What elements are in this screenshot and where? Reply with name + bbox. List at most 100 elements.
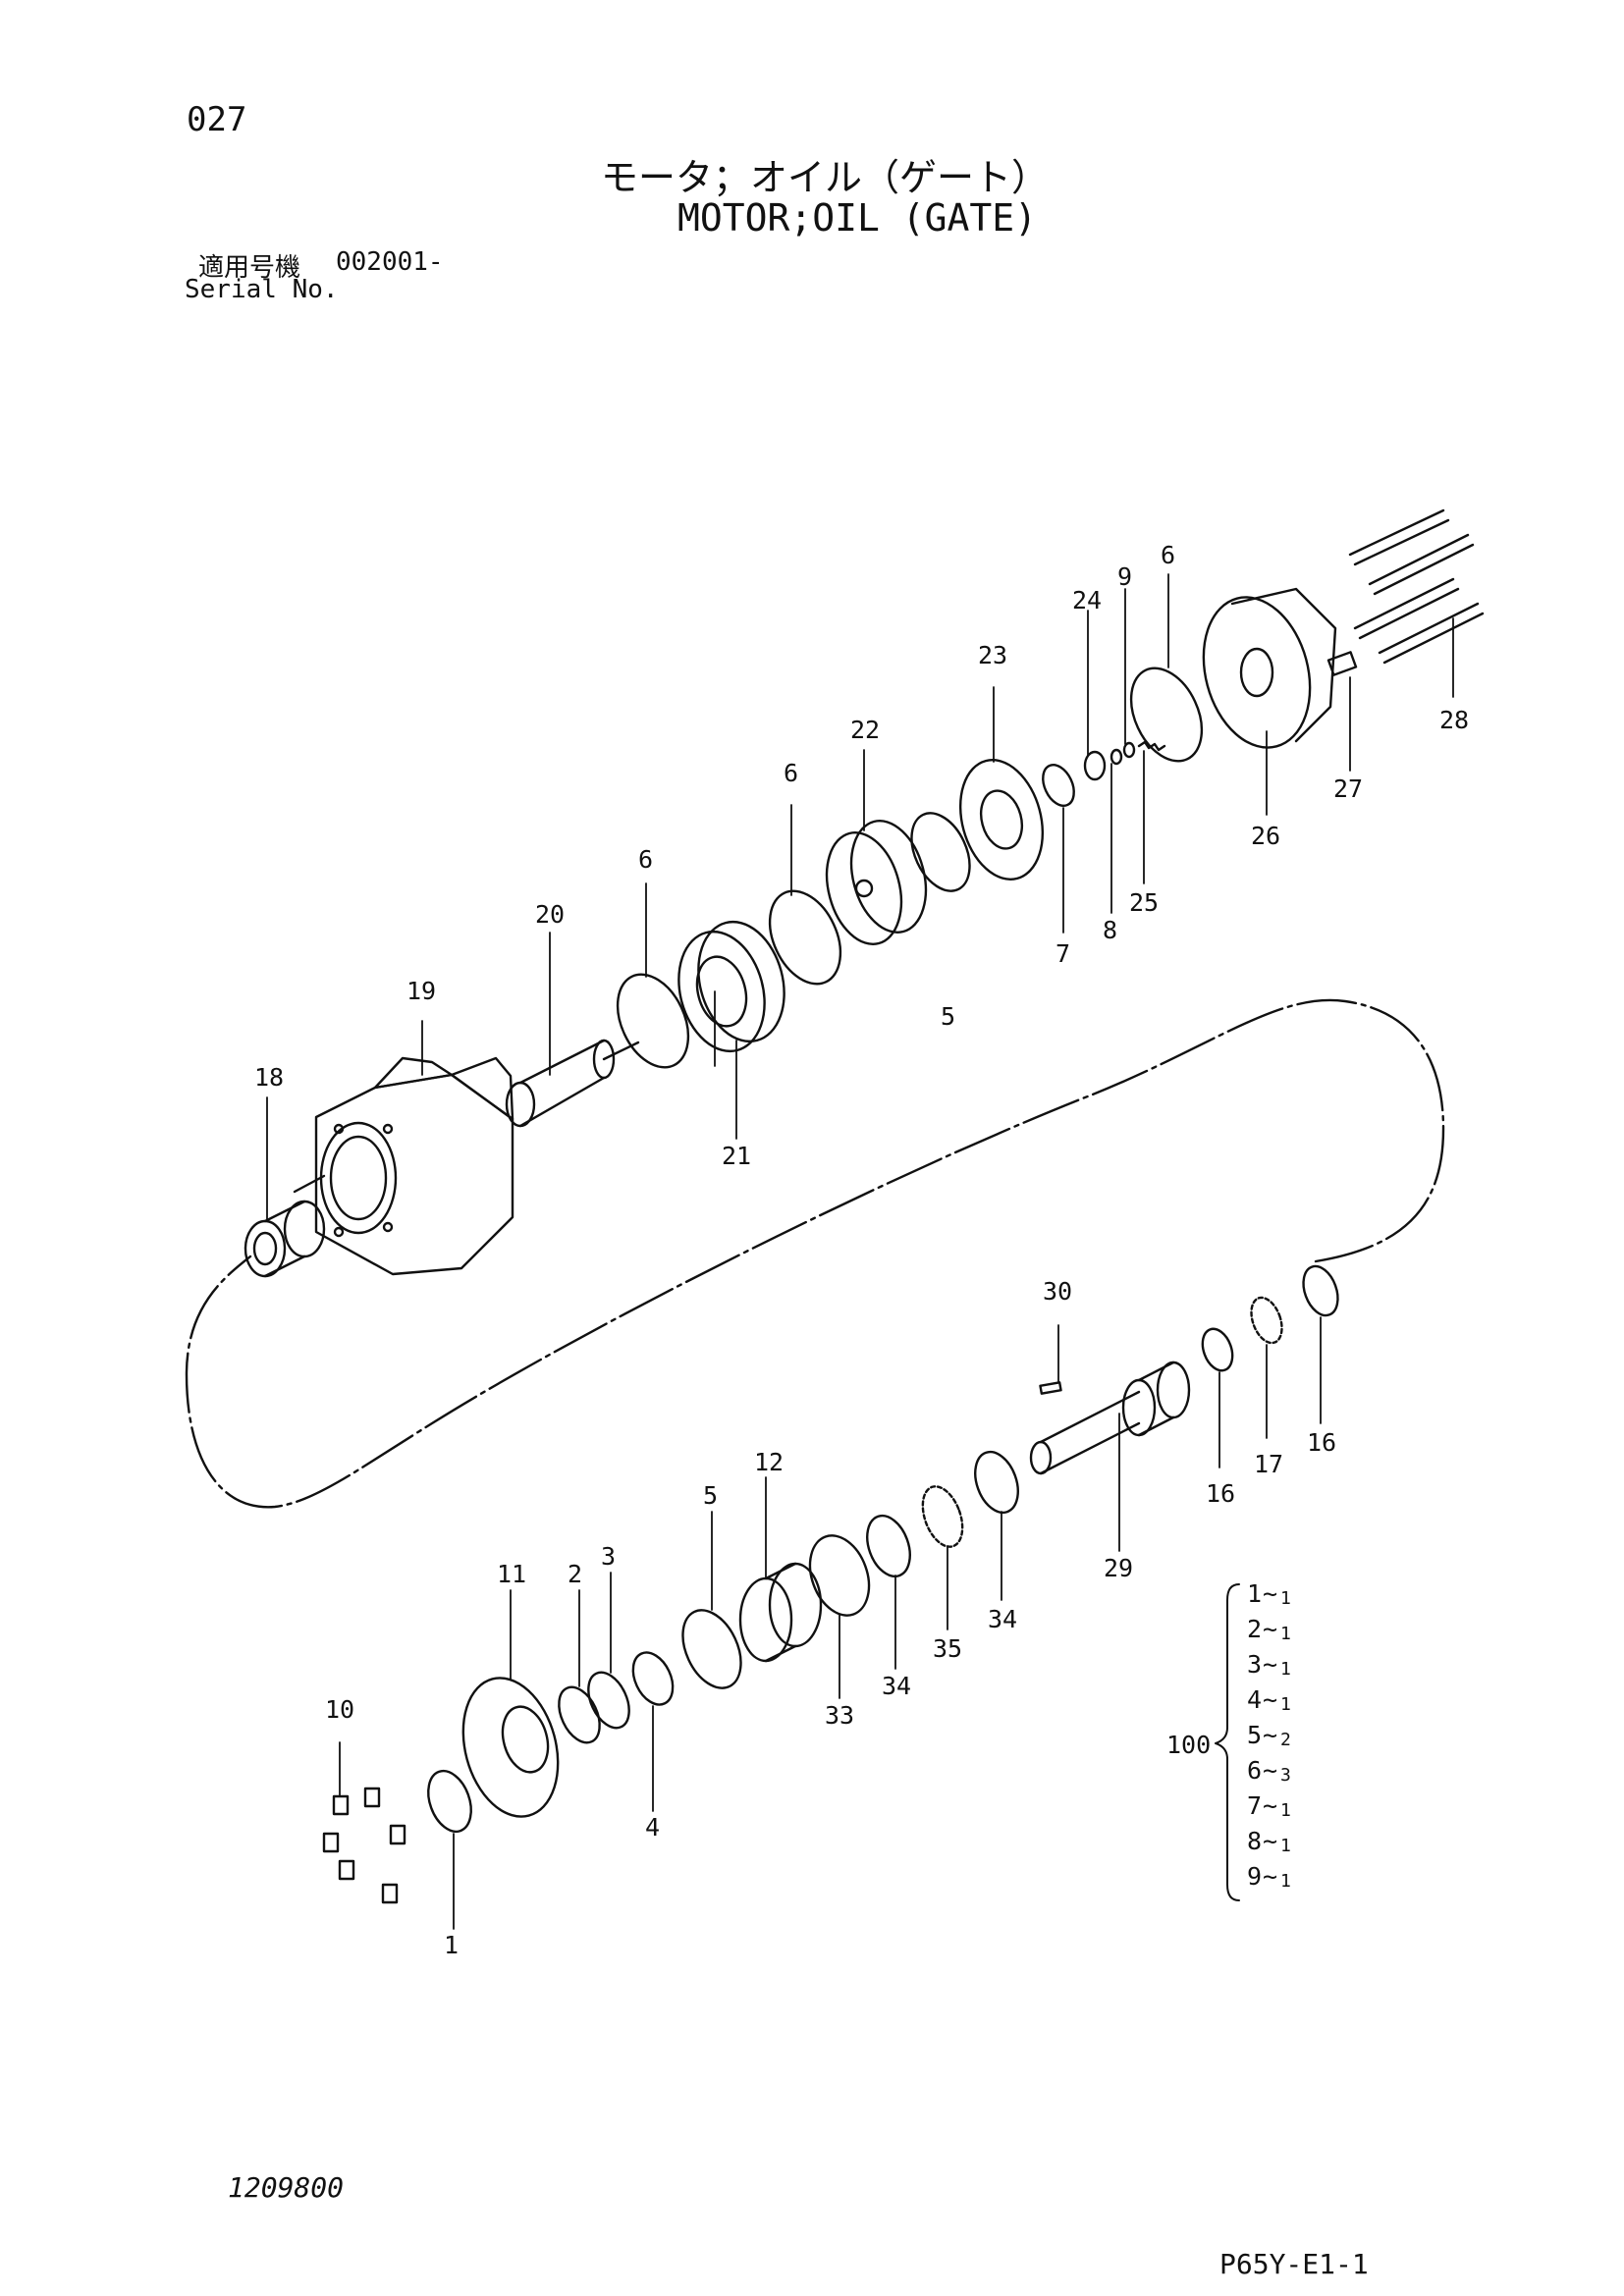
drawing-number: 1209800: [228, 2171, 345, 2204]
part-18-bearing: [244, 1200, 326, 1278]
kit-item-sep: ~: [1263, 1756, 1277, 1785]
callout-19: 19: [406, 977, 436, 1005]
part-9-ring: [1122, 741, 1136, 759]
callout-23: 23: [978, 641, 1007, 669]
kit-label: 100: [1166, 1731, 1211, 1759]
kit-item-qty: 1: [1280, 1659, 1291, 1680]
serial-number-value: 002001-: [336, 247, 444, 277]
callout-12: 12: [754, 1448, 784, 1476]
title-english: MOTOR;OIL (GATE): [677, 196, 1038, 240]
serial-label-japanese: 適用号機: [198, 253, 301, 283]
callout-2: 2: [568, 1560, 582, 1588]
part-6-o-ring-b: [768, 889, 842, 986]
kit-item-qty: 1: [1280, 1836, 1291, 1856]
part-34-washer-b: [974, 1450, 1019, 1515]
kit-item-sep: ~: [1263, 1791, 1277, 1820]
kit-item-part: 9: [1247, 1862, 1262, 1891]
kit-item-sep: ~: [1263, 1862, 1277, 1891]
part-2-ring: [558, 1685, 601, 1744]
kit-item-qty: 1: [1280, 1800, 1291, 1821]
part-17-thrust-bearing: [1250, 1296, 1283, 1345]
part-22-valve-plate: [825, 820, 928, 945]
callout-34-b: 34: [988, 1605, 1017, 1633]
part-6-o-ring-a: [616, 973, 690, 1069]
part-6-o-ring-c: [1129, 667, 1204, 763]
part-5-o-ring-lower: [681, 1609, 742, 1689]
part-30-key: [1039, 1381, 1062, 1395]
part-29-output-shaft: [1029, 1361, 1191, 1475]
part-24-plug: [1083, 750, 1107, 781]
part-4-ring: [631, 1651, 675, 1706]
kit-item-sep: ~: [1263, 1650, 1277, 1679]
part-16-washer-a: [1201, 1327, 1234, 1372]
callout-6-b: 6: [784, 759, 798, 787]
callout-5-lower: 5: [703, 1481, 718, 1510]
part-11-flange: [461, 1677, 560, 1818]
callout-16-a: 16: [1206, 1479, 1235, 1508]
callout-8: 8: [1103, 916, 1117, 944]
part-5-o-ring-upper: [910, 812, 971, 892]
part-23-end-plate: [958, 759, 1045, 881]
assembly-flow-loop: [185, 998, 1445, 1509]
callout-3: 3: [601, 1542, 616, 1571]
callout-25: 25: [1129, 888, 1159, 917]
part-21-gerotor: [677, 920, 785, 1053]
callout-1: 1: [444, 1931, 459, 1959]
kit-item-part: 7: [1247, 1791, 1262, 1820]
callout-28: 28: [1439, 706, 1469, 734]
kit-item-part: 8: [1247, 1827, 1262, 1855]
part-3-ring: [587, 1671, 630, 1730]
page-number: 027: [187, 100, 247, 139]
kit-item-qty: 3: [1280, 1765, 1291, 1786]
callout-21: 21: [722, 1142, 751, 1170]
callout-11: 11: [497, 1560, 526, 1588]
title-japanese: モータ；オイル（ゲート）: [601, 156, 1050, 199]
kit-item-part: 5: [1247, 1721, 1262, 1749]
part-10-screws: [322, 1787, 406, 1904]
part-19-housing: [293, 1056, 514, 1276]
part-34-washer-a: [866, 1514, 911, 1578]
kit-item-part: 2: [1247, 1615, 1262, 1643]
kit-item-qty: 1: [1280, 1871, 1291, 1892]
kit-item-part: 6: [1247, 1756, 1262, 1785]
callout-6-a: 6: [638, 845, 653, 874]
kit-item-qty: 1: [1280, 1624, 1291, 1644]
kit-item-sep: ~: [1263, 1685, 1277, 1714]
callout-5-upper: 5: [941, 1002, 955, 1031]
callout-17: 17: [1254, 1450, 1283, 1478]
kit-item-sep: ~: [1263, 1721, 1277, 1749]
part-8-ring: [1110, 748, 1123, 766]
kit-item-qty: 1: [1280, 1588, 1291, 1609]
callout-7: 7: [1056, 939, 1070, 968]
callout-27: 27: [1333, 774, 1363, 803]
kit-item-part: 4: [1247, 1685, 1262, 1714]
part-25-spring: [1137, 740, 1166, 752]
kit-item-part: 3: [1247, 1650, 1262, 1679]
callout-29: 29: [1104, 1554, 1133, 1582]
kit-item-sep: ~: [1263, 1579, 1277, 1608]
callout-6-c: 6: [1161, 541, 1175, 569]
kit-item-part: 1: [1247, 1579, 1262, 1608]
page-code: P65Y-E1-1: [1219, 2248, 1369, 2280]
part-16-washer-b: [1302, 1264, 1339, 1317]
kit-item-qty: 1: [1280, 1694, 1291, 1715]
kit-item-sep: ~: [1263, 1615, 1277, 1643]
callout-16-b: 16: [1307, 1428, 1336, 1457]
serial-label-english: Serial No.: [185, 275, 339, 304]
callout-22: 22: [850, 716, 880, 744]
leader-lines: [266, 573, 1454, 1930]
kit-brace: [1215, 1583, 1240, 1901]
part-20-shaft: [505, 1039, 640, 1128]
part-35-thrust-bearing: [921, 1485, 964, 1548]
callout-35: 35: [933, 1634, 962, 1663]
callout-26: 26: [1251, 822, 1280, 850]
part-28-bolts: [1348, 508, 1485, 665]
callout-18: 18: [254, 1063, 284, 1092]
callout-30: 30: [1043, 1277, 1072, 1306]
callout-10: 10: [325, 1695, 354, 1724]
callout-34-a: 34: [882, 1672, 911, 1700]
part-26-cover: [1202, 587, 1337, 749]
callout-33: 33: [825, 1701, 854, 1730]
